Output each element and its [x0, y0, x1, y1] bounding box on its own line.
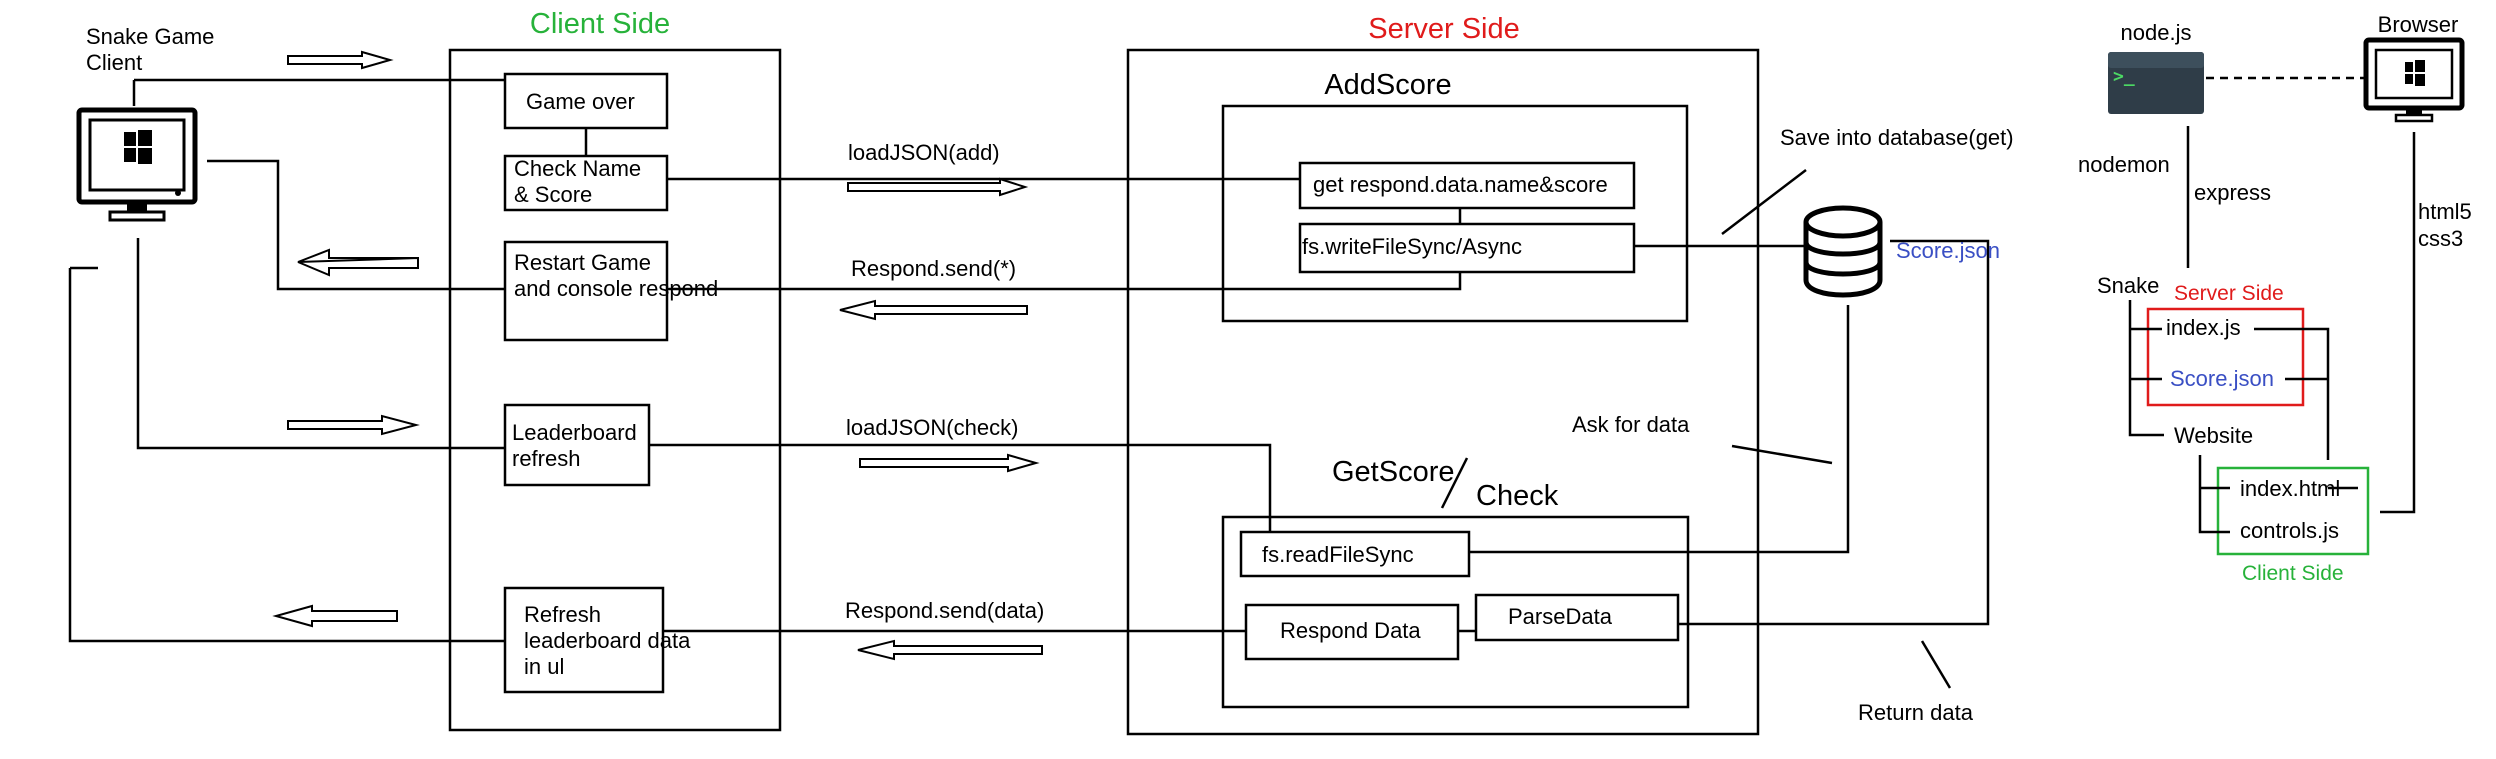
- node-label: node.js: [2121, 20, 2192, 45]
- css3-label: css3: [2418, 226, 2463, 251]
- server-side-container: [1126, 48, 1760, 736]
- server-side-title: Server Side: [1368, 13, 1520, 45]
- refresh-box: [503, 586, 665, 694]
- addscore-container: [1221, 104, 1689, 323]
- parse-data-label: ParseData: [1508, 604, 1613, 629]
- score-json-label: Score.json: [1896, 238, 2000, 263]
- getscore-container: [1221, 515, 1690, 709]
- tree-client-side-label: Client Side: [2242, 562, 2344, 585]
- arrow-left-restart: [297, 248, 419, 277]
- website-label: Website: [2174, 423, 2253, 448]
- respond-data-label: Respond Data: [1280, 618, 1421, 643]
- client-side-container: [448, 48, 782, 732]
- getscore-title: GetScore: [1332, 456, 1455, 488]
- game-over-label: Game over: [526, 89, 635, 114]
- index-js-label: index.js: [2166, 315, 2241, 340]
- arrow-right-check: [859, 453, 1040, 473]
- write-file-label: fs.writeFileSync/Async: [1302, 234, 1522, 259]
- respond-data-box: [1244, 603, 1460, 661]
- leaderboard-box: [503, 403, 651, 487]
- return-data-label: Return data: [1858, 700, 1974, 725]
- tree-server-side-label: Server Side: [2174, 282, 2284, 305]
- arrow-right-top: [287, 50, 394, 70]
- controls-js-label: controls.js: [2240, 518, 2339, 543]
- read-file-box: [1239, 530, 1471, 578]
- restart-box: [503, 240, 669, 342]
- nodemon-label: nodemon: [2078, 152, 2170, 177]
- flow-respond-send: Respond.send(*): [851, 256, 1016, 281]
- tree-root-label: Snake: [2097, 273, 2159, 298]
- svg-text:>_: >_: [2113, 66, 2135, 87]
- windows-monitor-icon: [76, 107, 198, 222]
- addscore-title: AddScore: [1324, 69, 1451, 101]
- client-side-title: Client Side: [530, 8, 670, 40]
- terminal-icon: >_: [2108, 52, 2204, 114]
- tree-score-json-label: Score.json: [2170, 366, 2274, 391]
- ask-data-label: Ask for data: [1572, 412, 1690, 437]
- flow-load-add: loadJSON(add): [848, 140, 1000, 165]
- read-file-label: fs.readFileSync: [1262, 542, 1414, 567]
- arrow-left-data: [857, 639, 1043, 661]
- client-side-box: [2216, 466, 2370, 556]
- arrow-left-respond: [839, 299, 1028, 321]
- arrow-right-leaderboard: [287, 414, 420, 436]
- flow-respond-data: Respond.send(data): [845, 598, 1044, 623]
- browser-label: Browser: [2378, 12, 2459, 37]
- get-respond-label: get respond.data.name&score: [1313, 172, 1608, 197]
- database-icon: [1803, 205, 1883, 298]
- server-side-box: [2146, 307, 2305, 407]
- write-file-box: [1298, 222, 1636, 274]
- parse-data-box: [1474, 593, 1680, 642]
- html5-label: html5: [2418, 199, 2472, 224]
- save-db-label: Save into database(get): [1780, 125, 2014, 150]
- check-title: Check: [1476, 480, 1559, 512]
- windows-monitor-icon-browser: [2363, 37, 2465, 123]
- check-name-box: [503, 154, 669, 212]
- arrow-right-add: [847, 177, 1029, 197]
- flow-load-check: loadJSON(check): [846, 415, 1018, 440]
- check-name-label: Check Name& Score: [514, 156, 641, 207]
- index-html-label: index.html: [2240, 476, 2340, 501]
- get-respond-box: [1298, 161, 1636, 210]
- express-label: express: [2194, 180, 2271, 205]
- game-over-box: [503, 72, 669, 130]
- arrow-left-refresh: [272, 604, 398, 628]
